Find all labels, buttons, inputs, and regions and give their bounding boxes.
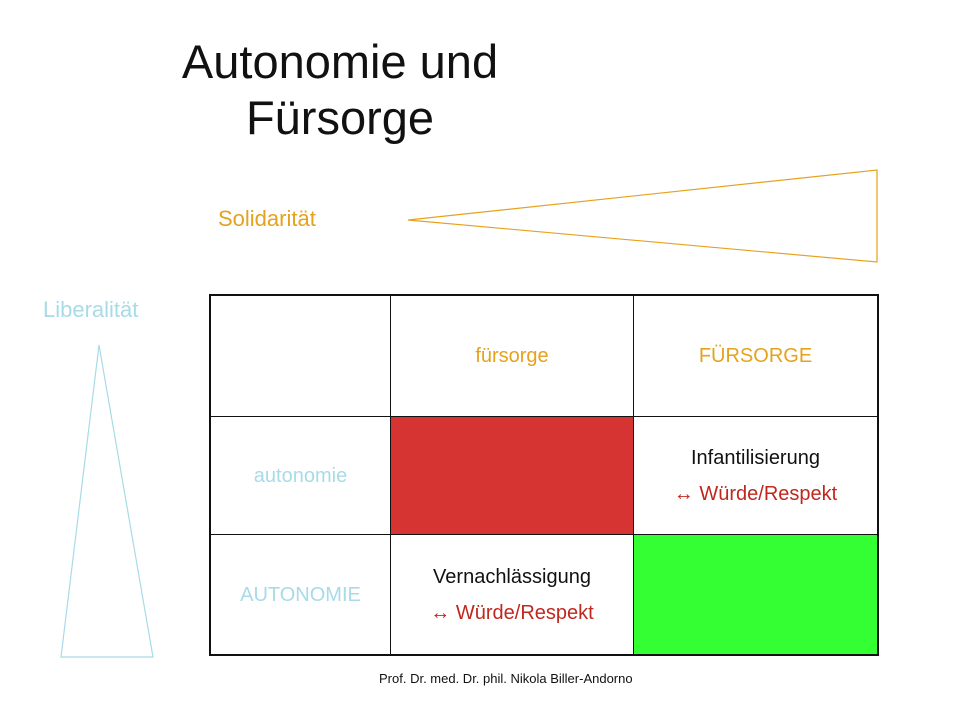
wuerde-respekt-text-1: ↔ Würde/Respekt (673, 482, 838, 505)
row-header-autonomie-lower: autonomie (211, 417, 391, 535)
solidaritaet-wedge (407, 169, 878, 263)
vernachlaessigung-text: Vernachlässigung (433, 565, 591, 588)
cell-green-fill (634, 535, 877, 654)
col-header-fuersorge-upper: FÜRSORGE (634, 296, 877, 417)
matrix-table: fürsorge FÜRSORGE autonomie Infantilisie… (209, 294, 879, 656)
infantilisierung-text: Infantilisierung (691, 446, 820, 469)
wuerde-respekt-text-2: ↔ Würde/Respekt (430, 601, 594, 624)
title-line-2: Fürsorge (245, 91, 435, 144)
solidaritaet-label: Solidarität (218, 206, 316, 231)
liberalitaet-wedge (60, 344, 154, 658)
matrix-corner-cell (211, 296, 391, 417)
col-header-fuersorge-lower: fürsorge (391, 296, 634, 417)
row-header-autonomie-upper: AUTONOMIE (211, 535, 391, 654)
title-line-1: Autonomie und (181, 35, 499, 88)
slide-title: Autonomie und Fürsorge (150, 34, 530, 146)
cell-vernachlaessigung: Vernachlässigung ↔ Würde/Respekt (391, 535, 634, 654)
footer-author: Prof. Dr. med. Dr. phil. Nikola Biller-A… (379, 671, 633, 686)
cell-infantilisierung: Infantilisierung ↔ Würde/Respekt (634, 417, 877, 535)
liberalitaet-label: Liberalität (43, 297, 139, 322)
cell-red-fill (391, 417, 634, 535)
